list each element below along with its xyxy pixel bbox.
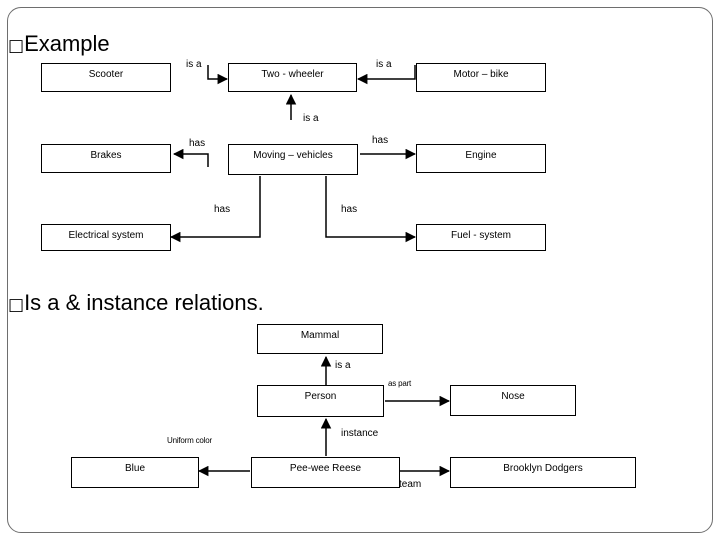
edge-label-has-part: as part — [388, 379, 412, 388]
edge-label-isa: is a — [186, 59, 202, 70]
node-brakes: Brakes — [41, 144, 171, 173]
edge-has-electrical — [169, 176, 261, 243]
edge-scooter-isa-two-wheeler — [207, 65, 229, 85]
edge-label-isa: is a — [335, 360, 351, 371]
edge-label-has: has — [372, 135, 389, 146]
edge-label-isa: is a — [376, 59, 392, 70]
node-scooter: Scooter — [41, 63, 171, 92]
node-nose: Nose — [450, 385, 576, 416]
node-fuel-system: Fuel - system — [416, 224, 546, 251]
edge-label-has: has — [189, 138, 206, 149]
node-peewee-reese: Pee-wee Reese — [251, 457, 400, 488]
bullet-icon: □ — [8, 295, 25, 315]
edge-has-fuel — [325, 176, 417, 243]
edge-label-has: has — [341, 204, 358, 215]
node-motor-bike: Motor – bike — [416, 63, 546, 92]
node-engine: Engine — [416, 144, 546, 173]
node-moving-vehicles: Moving – vehicles — [228, 144, 358, 175]
node-two-wheeler: Two - wheeler — [228, 63, 357, 92]
edge-motor-bike-isa-two-wheeler — [356, 65, 416, 85]
edge-has-brakes — [172, 148, 209, 167]
edge-label-has: has — [214, 204, 231, 215]
edge-label-uniform-color: Uniform color — [167, 436, 212, 445]
edge-label-instance: instance — [341, 428, 379, 439]
bullet-icon: □ — [8, 36, 25, 56]
node-electrical-system: Electrical system — [41, 224, 171, 251]
node-blue: Blue — [71, 457, 199, 488]
edge-label-team: team — [399, 479, 422, 490]
slide-frame — [7, 7, 713, 533]
heading-instance-relations: □Is a & instance relations. — [8, 290, 264, 315]
edge-label-isa: is a — [303, 113, 319, 124]
node-mammal: Mammal — [257, 324, 383, 354]
node-brooklyn-dodgers: Brooklyn Dodgers — [450, 457, 636, 488]
node-person: Person — [257, 385, 384, 417]
heading-example: □Example — [8, 31, 110, 56]
